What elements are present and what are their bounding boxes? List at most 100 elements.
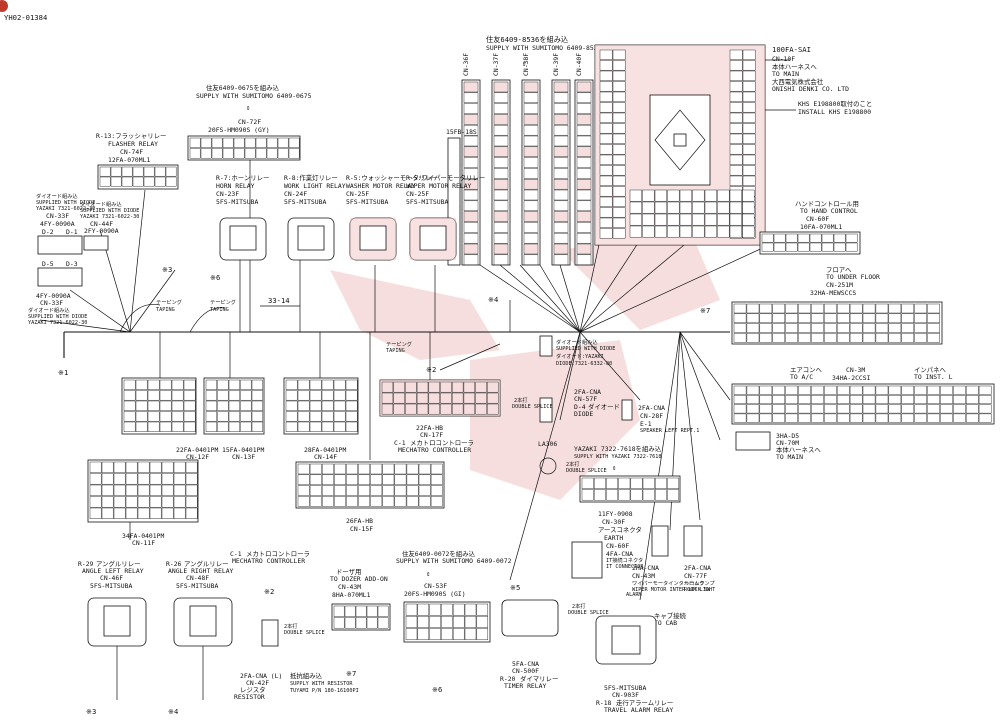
- connector-pin: [523, 200, 539, 212]
- svg-text:CN-46F: CN-46F: [100, 574, 123, 582]
- connector-pin: [211, 137, 223, 148]
- connector-pin: [612, 154, 626, 165]
- connector-pin: [394, 485, 407, 496]
- connector-pin: [742, 154, 756, 165]
- svg-text:⇕: ⇕: [426, 569, 430, 578]
- connector-pin: [266, 137, 278, 148]
- connector-pin: [154, 176, 166, 187]
- connector-pin: [553, 114, 569, 125]
- connector-pin: [463, 243, 479, 255]
- connector-pin: [377, 617, 389, 629]
- page-id-badge: YH02-01384: [0, 0, 47, 22]
- svg-text:CN-57F: CN-57F: [574, 395, 597, 403]
- connector-pin: [244, 148, 256, 159]
- svg-text:⇕: ⇕: [522, 59, 526, 68]
- connector-pin: [742, 133, 756, 144]
- connector-pin: [297, 485, 310, 496]
- cab-label: キャブ接続 TO CAB ALARM: [626, 592, 687, 627]
- connector-pin: [553, 157, 569, 168]
- connector-pin: [654, 477, 667, 489]
- connector-pin: [978, 395, 992, 405]
- connector-pin: [277, 148, 289, 159]
- connector-pin: [123, 421, 136, 432]
- connector-pin: [159, 390, 172, 401]
- connector-pin: [953, 413, 966, 423]
- connector-pin: [255, 148, 267, 159]
- connector-pin: [612, 102, 626, 113]
- connector-pin: [746, 413, 760, 423]
- connector-pin: [927, 313, 940, 324]
- svg-text:アングルリレー: アングルリレー: [96, 559, 140, 568]
- connector-pin: [463, 200, 479, 212]
- connector-pin: [704, 213, 717, 226]
- connector-pin: [729, 175, 743, 186]
- connector-pin: [370, 474, 383, 486]
- svg-text:CN-903F: CN-903F: [612, 691, 639, 699]
- cn-30f-connector: YAZAKI 7322-7618を組み込 SUPPLY WITH YAZAKI …: [574, 444, 681, 542]
- connector-pin: [321, 421, 334, 432]
- connector-pin: [429, 615, 441, 628]
- connector-pin: [553, 168, 569, 179]
- connector-pin: [612, 217, 626, 228]
- connector-pin: [742, 175, 756, 186]
- connector-pin: [862, 404, 876, 414]
- connector-pin: [576, 114, 592, 125]
- connector-pin: [344, 605, 356, 617]
- connector-pin: [463, 146, 479, 158]
- svg-text:2FA-CNA: 2FA-CNA: [638, 404, 665, 412]
- connector-pin: [205, 411, 217, 422]
- svg-text:22FA-HB: 22FA-HB: [416, 424, 443, 432]
- connector-pin: [101, 496, 114, 508]
- connector-pin: [333, 617, 345, 629]
- connector-pin: [321, 463, 334, 475]
- connector-pin: [173, 496, 186, 508]
- svg-text:※2: ※2: [264, 587, 274, 596]
- connector-pin: [113, 461, 126, 473]
- connector-pin: [440, 381, 452, 393]
- connector-pin: [161, 507, 174, 519]
- connector-pin: [417, 603, 430, 616]
- connector-pin: [101, 507, 114, 519]
- connector-pin: [576, 168, 592, 179]
- relay-label: CN-23F: [216, 190, 239, 198]
- connector-pin: [729, 201, 742, 214]
- connector-pin: [797, 242, 810, 252]
- relay-label: WORK LIGHT RELAY: [284, 182, 346, 190]
- connector-pin: [464, 603, 477, 616]
- svg-text:アングルリレー: アングルリレー: [184, 559, 228, 568]
- connector-pin: [240, 411, 252, 422]
- connector-pin: [553, 189, 569, 201]
- connector-pin: [418, 496, 431, 507]
- connector-pin: [759, 395, 773, 405]
- connector-pin: [321, 496, 334, 507]
- connector-pin: [833, 233, 846, 243]
- connector-pin: [358, 496, 371, 507]
- connector-pin: [154, 166, 166, 177]
- connector-pin: [901, 323, 915, 333]
- svg-text:住友6409-0675を組み込: 住友6409-0675を組み込: [206, 83, 280, 92]
- connector-pin: [171, 400, 184, 411]
- connector-pin: [553, 81, 569, 93]
- connector-pin: [493, 157, 509, 168]
- svg-text:15FA-0401PM: 15FA-0401PM: [222, 446, 264, 454]
- connector-pin: [667, 201, 680, 214]
- connector-pin: [576, 189, 592, 201]
- connector-pin: [642, 189, 655, 202]
- connector-pin: [901, 413, 915, 423]
- connector-pin: [576, 200, 592, 212]
- connector-pin: [729, 112, 743, 123]
- connector-pin: [849, 333, 863, 343]
- connector-pin: [581, 489, 594, 501]
- connector-pin: [99, 166, 111, 177]
- khs-line1: KHS E198800取付のこと: [798, 99, 872, 108]
- connector-pin: [159, 379, 172, 390]
- svg-text:CN-53F: CN-53F: [424, 582, 447, 590]
- connector-pin: [729, 213, 742, 226]
- connector-pin: [612, 133, 626, 144]
- connector-pin: [576, 81, 592, 93]
- connector-pin: [612, 91, 626, 102]
- connector-pin: [125, 461, 138, 473]
- main-ctrl-name: 100FA-SAI: [772, 45, 811, 54]
- connector-pin: [321, 400, 334, 411]
